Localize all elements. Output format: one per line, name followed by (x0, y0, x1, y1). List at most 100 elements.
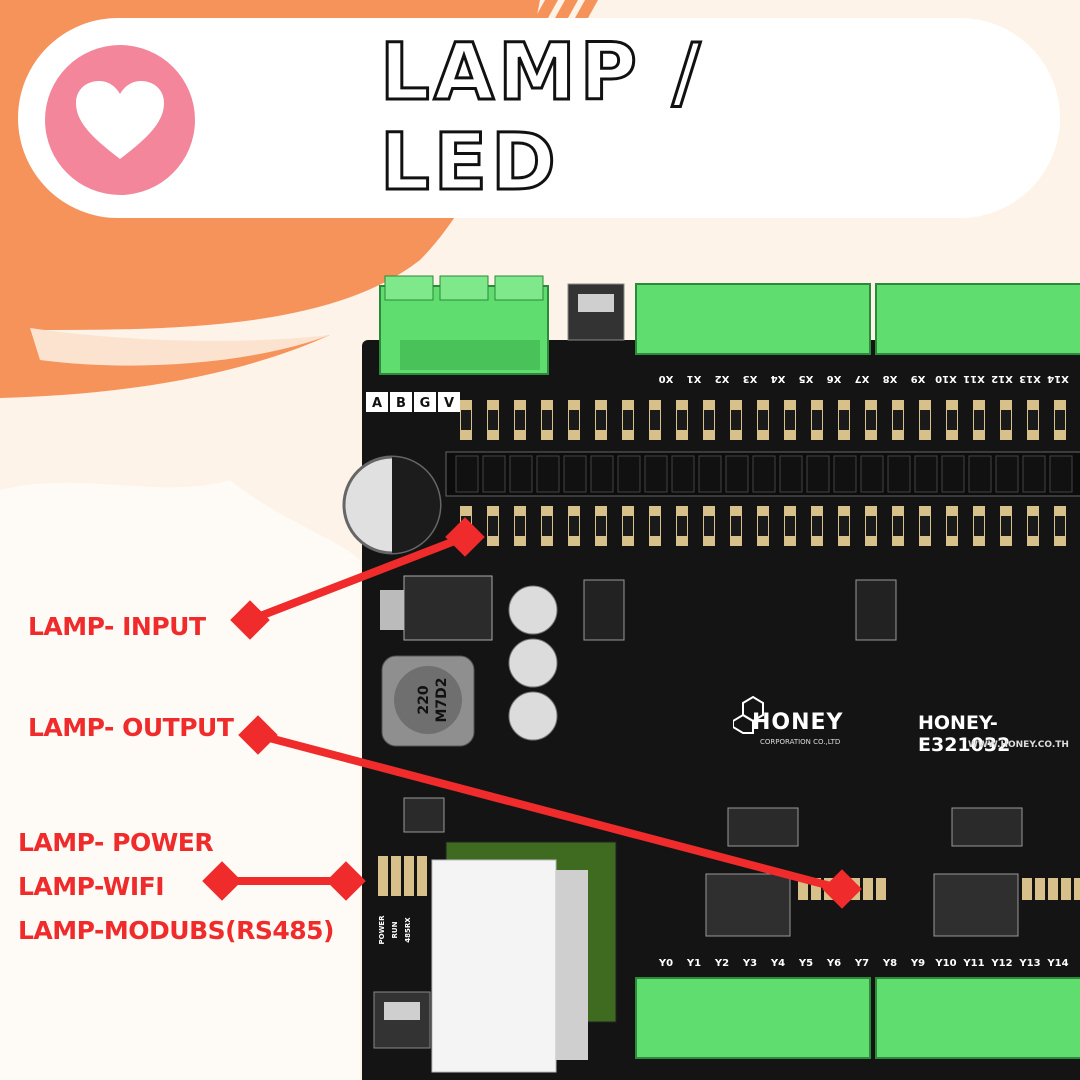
optocoupler (617, 455, 641, 493)
input-resistor-body (1001, 516, 1011, 536)
power-terminal-block (379, 275, 549, 375)
output-led (863, 878, 873, 900)
status-led (404, 856, 414, 896)
output-led (1035, 878, 1045, 900)
output-label-Y12: Y12 (990, 958, 1012, 969)
callout-lamp-modbus: LAMP-MODUBS(RS485) (18, 916, 334, 945)
input-resistor-body (623, 516, 633, 536)
ic-chip-4 (951, 807, 1023, 847)
bus-label-box (390, 392, 412, 412)
bus-label-G: G (420, 396, 431, 411)
output-label-Y2: Y2 (714, 958, 729, 969)
input-resistor-body (731, 516, 741, 536)
pointer-input (230, 517, 485, 640)
board-brand: HONEY (752, 710, 844, 735)
power-inductor (381, 655, 475, 747)
input-resistor-body (758, 516, 768, 536)
input-led-body (785, 410, 795, 430)
input-label-X12: X12 (991, 373, 1013, 384)
output-label-Y14: Y14 (1046, 958, 1068, 969)
optocoupler (887, 455, 911, 493)
bus-label-A: A (372, 396, 382, 411)
input-label-X5: X5 (799, 373, 814, 384)
optocoupler (455, 455, 479, 493)
ic-chip-3 (727, 807, 799, 847)
ic-chip-1 (583, 579, 625, 641)
output-label-Y9: Y9 (910, 958, 925, 969)
input-label-X14: X14 (1047, 373, 1069, 384)
output-led (876, 878, 886, 900)
input-label-X2: X2 (715, 373, 730, 384)
bus-label-box (366, 392, 388, 412)
input-resistor-body (1028, 516, 1038, 536)
output-label-Y0: Y0 (658, 958, 673, 969)
input-led-body (839, 410, 849, 430)
input-label-X8: X8 (883, 373, 898, 384)
module-shield (431, 859, 557, 1073)
ic-chip-7 (403, 797, 445, 833)
input-resistor-body (893, 516, 903, 536)
input-resistor-body (1055, 516, 1065, 536)
input-resistor-body (596, 516, 606, 536)
heart-icon (76, 81, 164, 159)
input-led-body (812, 410, 822, 430)
output-label-Y4: Y4 (770, 958, 785, 969)
input-label-X1: X1 (687, 373, 702, 384)
input-led-body (569, 410, 579, 430)
optocoupler (590, 455, 614, 493)
callout-lamp-power: LAMP- POWER (18, 828, 214, 857)
input-led-body (650, 410, 660, 430)
input-led-body (623, 410, 633, 430)
optocoupler (968, 455, 992, 493)
status-label-485RX: 485RX (404, 917, 412, 943)
board-brand-sub: CORPORATION CO.,LTD (760, 738, 841, 746)
status-led-array: POWER RUN 485RX (378, 856, 427, 944)
input-label-X3: X3 (743, 373, 758, 384)
input-resistor-body (866, 516, 876, 536)
output-label-Y5: Y5 (798, 958, 813, 969)
input-resistor-body (677, 516, 687, 536)
input-led-body (704, 410, 714, 430)
status-label-RUN: RUN (391, 921, 399, 938)
input-led-body (893, 410, 903, 430)
input-led-body (488, 410, 498, 430)
bus-label-box (414, 392, 436, 412)
pointer-output (238, 715, 862, 909)
input-led-body (1055, 410, 1065, 430)
optocoupler (644, 455, 668, 493)
input-resistor-body (488, 516, 498, 536)
input-terminal-strip-2 (875, 283, 1080, 355)
input-led-body (920, 410, 930, 430)
board-website: WWW.HONEY.CO.TH (968, 740, 1069, 750)
optocoupler (725, 455, 749, 493)
input-led-body (866, 410, 876, 430)
optocoupler (914, 455, 938, 493)
ic-chip-2 (855, 579, 897, 641)
input-resistor-body (920, 516, 930, 536)
callout-lamp-output: LAMP- OUTPUT (28, 713, 234, 742)
bus-label-V: V (444, 396, 454, 411)
input-led-body (947, 410, 957, 430)
honey-logo-icon (733, 695, 764, 734)
optocoupler (509, 455, 533, 493)
output-led (1061, 878, 1071, 900)
output-led (811, 878, 821, 900)
optocoupler (698, 455, 722, 493)
input-label-X10: X10 (935, 373, 957, 384)
optocoupler (671, 455, 695, 493)
status-label-POWER: POWER (378, 915, 386, 945)
output-label-Y7: Y7 (854, 958, 869, 969)
bus-label-box (438, 392, 460, 412)
optocoupler (1022, 455, 1046, 493)
input-terminal-strip-1 (635, 283, 871, 355)
callout-lamp-wifi: LAMP-WIFI (18, 872, 165, 901)
optocoupler (941, 455, 965, 493)
input-led-body (1001, 410, 1011, 430)
ic-chip-6 (933, 873, 1019, 937)
input-resistor-body (704, 516, 714, 536)
